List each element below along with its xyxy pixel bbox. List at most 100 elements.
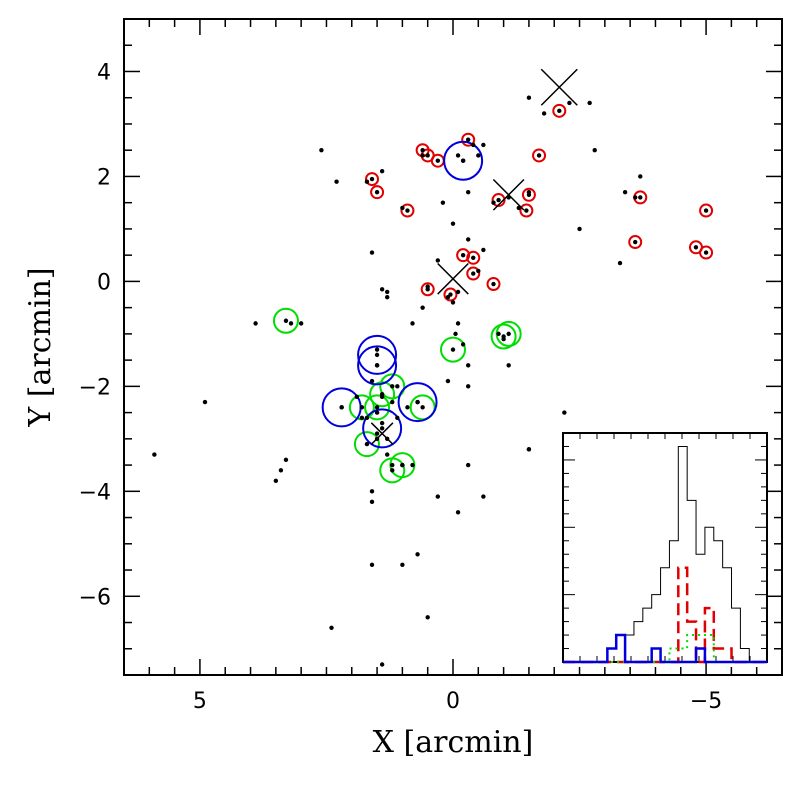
data-point xyxy=(460,252,466,258)
data-point xyxy=(450,221,456,226)
data-point xyxy=(465,189,471,195)
data-point xyxy=(476,268,481,274)
red-ring-marker xyxy=(466,266,481,281)
cross-marker xyxy=(437,262,469,295)
inset-histogram xyxy=(562,432,768,664)
plot-markers xyxy=(152,68,714,667)
data-point xyxy=(374,363,380,368)
cross-marker xyxy=(370,422,394,445)
data-point xyxy=(410,321,415,326)
red-ring-marker xyxy=(486,277,501,292)
red-ring-marker xyxy=(699,245,714,260)
red-ring-marker xyxy=(443,287,458,302)
data-point xyxy=(374,405,380,410)
green-ring-marker xyxy=(272,307,299,334)
data-point xyxy=(471,142,476,148)
green-ring-marker xyxy=(353,431,380,458)
data-point xyxy=(557,108,562,114)
data-point xyxy=(633,239,638,245)
data-point xyxy=(369,250,375,255)
data-point xyxy=(592,148,597,153)
data-point xyxy=(405,405,410,410)
data-point xyxy=(339,405,344,410)
data-point xyxy=(374,352,380,358)
data-point xyxy=(471,255,476,260)
data-point xyxy=(455,289,461,295)
data-point xyxy=(420,148,425,153)
data-point xyxy=(506,363,511,368)
y-tick-label: −6 xyxy=(79,585,111,610)
data-point xyxy=(410,462,415,468)
data-point xyxy=(453,331,458,337)
data-point xyxy=(395,384,400,389)
data-point xyxy=(364,415,370,421)
data-point xyxy=(622,189,628,195)
data-point xyxy=(435,494,441,499)
data-point xyxy=(364,179,370,184)
data-point xyxy=(526,192,532,198)
data-point xyxy=(471,271,476,276)
data-point xyxy=(385,294,390,300)
data-point xyxy=(526,95,532,100)
data-point xyxy=(359,405,365,410)
green-ring-marker xyxy=(379,373,406,400)
red-ring-marker xyxy=(400,203,415,218)
data-point xyxy=(491,281,496,287)
data-point xyxy=(385,452,390,457)
data-point xyxy=(374,347,380,352)
data-point xyxy=(374,431,380,436)
data-point xyxy=(481,494,486,499)
data-point xyxy=(369,176,375,182)
red-ring-marker xyxy=(628,235,643,250)
green-ring-marker xyxy=(409,394,436,421)
data-point xyxy=(448,292,453,297)
data-point xyxy=(465,384,471,389)
y-tick-label: −2 xyxy=(79,375,111,400)
data-point xyxy=(481,247,486,253)
data-point xyxy=(425,287,430,292)
data-point xyxy=(526,447,532,452)
blue-ring-marker xyxy=(397,382,438,423)
x-axis-title: X [arcmin] xyxy=(373,725,534,760)
red-ring-marker xyxy=(365,172,380,187)
green-ring-marker xyxy=(490,323,517,350)
data-point xyxy=(693,245,699,250)
y-tick-label: 2 xyxy=(97,165,111,190)
data-point xyxy=(460,158,466,163)
data-point xyxy=(703,250,709,255)
data-point xyxy=(369,378,375,384)
data-point xyxy=(481,142,486,148)
data-point xyxy=(638,174,643,179)
data-point xyxy=(390,399,395,405)
data-point xyxy=(455,153,461,158)
red-ring-marker xyxy=(461,132,476,147)
data-point xyxy=(278,468,284,473)
data-point xyxy=(405,208,410,213)
data-point xyxy=(465,137,471,142)
red-ring-marker xyxy=(552,103,567,118)
data-point xyxy=(450,347,456,352)
data-point xyxy=(400,462,405,468)
y-tick-label: 4 xyxy=(97,60,111,85)
data-point xyxy=(273,478,279,484)
data-point xyxy=(445,378,451,384)
data-point xyxy=(298,321,304,326)
y-tick-label: 0 xyxy=(97,270,111,295)
red-ring-marker xyxy=(370,185,385,200)
x-tick-label: −5 xyxy=(690,689,722,714)
data-point xyxy=(374,410,380,415)
red-ring-marker xyxy=(491,193,506,208)
data-point xyxy=(465,237,471,242)
data-point xyxy=(379,426,385,431)
green-ring-marker xyxy=(440,336,466,363)
data-point xyxy=(379,392,385,397)
data-point xyxy=(420,305,425,310)
inset-histogram-lines xyxy=(563,445,767,664)
blue-ring-marker xyxy=(362,408,403,449)
data-point xyxy=(496,197,501,203)
data-point xyxy=(390,468,395,473)
inset-histogram-blue xyxy=(563,633,767,664)
data-point xyxy=(400,205,405,211)
data-point xyxy=(496,331,501,337)
